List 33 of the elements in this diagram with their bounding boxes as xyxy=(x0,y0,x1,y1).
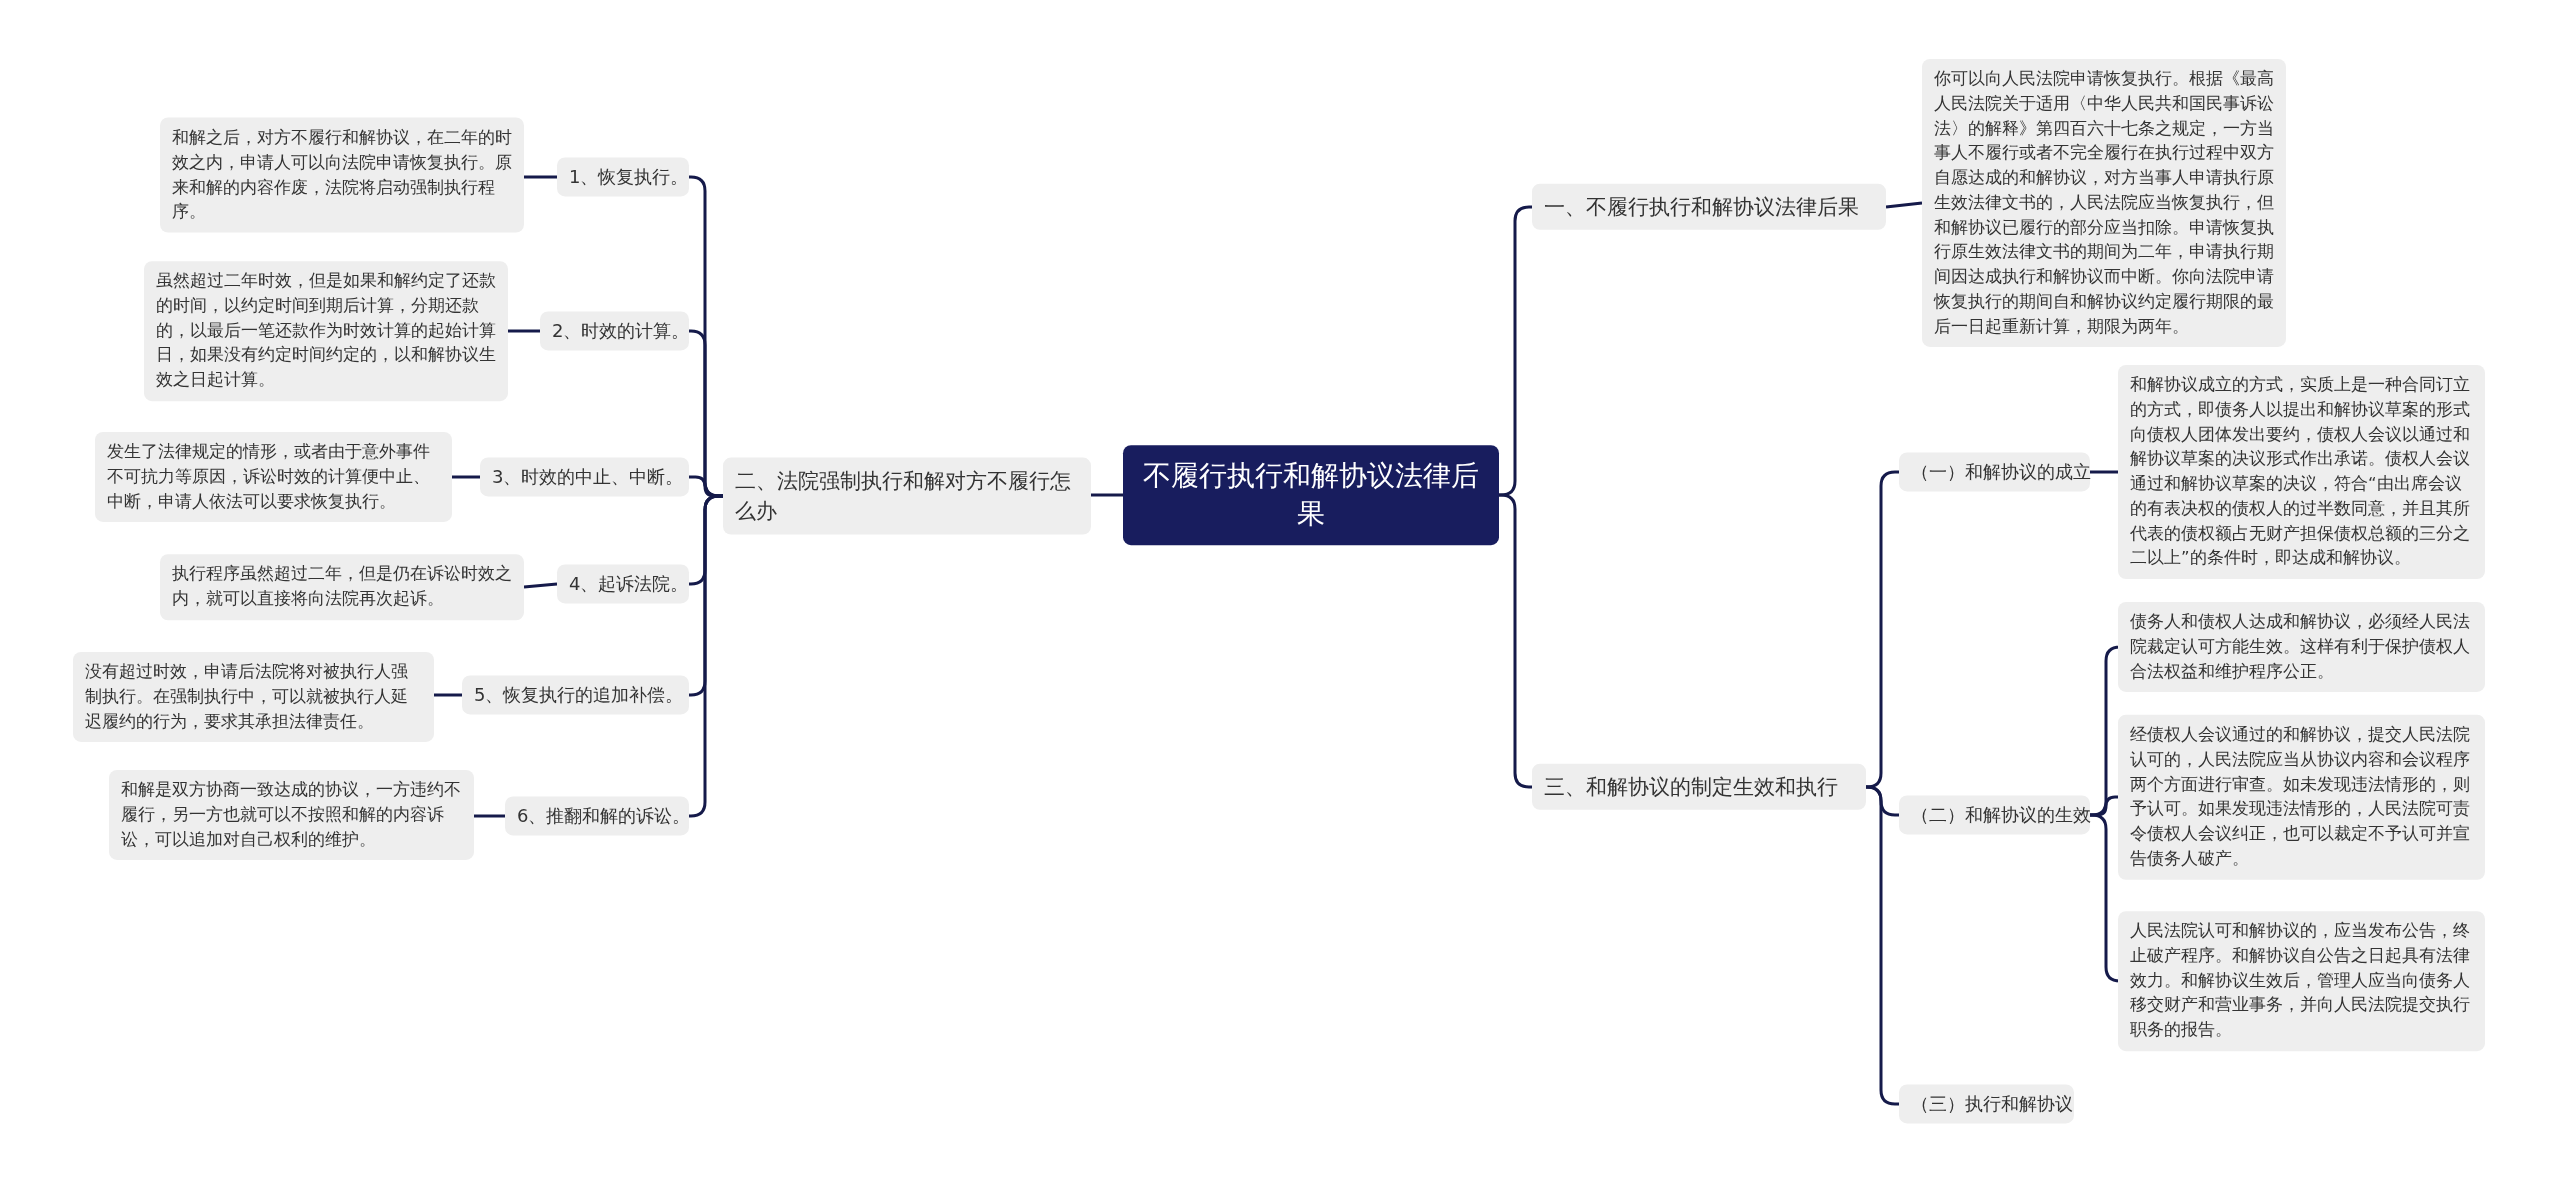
subtopic-box: 2、时效的计算。 xyxy=(540,311,689,351)
note-box: 和解之后，对方不履行和解协议，在二年的时效之内，申请人可以向法院申请恢复执行。原来和解的内容作废，法院将启动强制执行程序。 xyxy=(160,117,524,233)
connector-line xyxy=(1091,493,1123,497)
subtopic-box: 6、推翻和解的诉讼。 xyxy=(505,796,689,836)
connector-line xyxy=(434,693,462,697)
subtopic-box: 3、时效的中止、中断。 xyxy=(480,457,689,497)
connector-line xyxy=(524,175,557,179)
branch-topic-box: 二、法院强制执行和解对方不履行怎么办 xyxy=(723,457,1091,535)
note-box: 和解是双方协商一致达成的协议，一方违约不履行，另一方也就可以不按照和解的内容诉讼，可以追加对自己权利的维护。 xyxy=(109,769,474,861)
subtopic-box: 4、起诉法院。 xyxy=(557,564,689,604)
note-box: 债务人和债权人达成和解协议，必须经人民法院裁定认可方能生效。这样有利于保护债权人合法权益和维护程序公正。 xyxy=(2118,601,2485,693)
note-box: 你可以向人民法院申请恢复执行。根据《最高人民法院关于适用〈中华人民共和国民事诉讼法〉的解释》第四百六十七条之规定，一方当事人不履行或者不完全履行在执行过程中双方自愿达成的和解协议，对方当事人申请执行原生效法律文书的，人民法院应当恢复执行，但和解协议已履行的部分应当扣除。申请恢复执行原生效法律文书的期间为二年，申请执行期间因达成执行和解协议而中断。你向法院申请恢复执行的期间自和解协议约定履行期限的最后一日起重新计算，期限为两年。 xyxy=(1922,58,2286,348)
subtopic-box: （一）和解协议的成立 xyxy=(1899,452,2090,492)
connector-line xyxy=(523,582,558,589)
connector-line xyxy=(452,475,480,479)
branch-topic-box: 三、和解协议的制定生效和执行 xyxy=(1532,763,1866,811)
connector-line xyxy=(2090,470,2118,474)
connector-line xyxy=(1885,201,1923,209)
note-box: 人民法院认可和解协议的，应当发布公告，终止破产程序。和解协议自公告之日起具有法律效力。和解协议生效后，管理人应当向债务人移交财产和营业事务，并向人民法院提交执行职务的报告。 xyxy=(2118,911,2485,1051)
central-topic-box: 不履行执行和解协议法律后果 xyxy=(1123,445,1499,545)
subtopic-box: （二）和解协议的生效 xyxy=(1899,795,2090,835)
branch-topic-box: 一、不履行执行和解协议法律后果 xyxy=(1532,183,1886,231)
subtopic-box: （三）执行和解协议 xyxy=(1899,1084,2074,1124)
note-box: 经债权人会议通过的和解协议，提交人民法院认可的，人民法院应当从协议内容和会议程序两个方面进行审查。如未发现违法情形的，则予认可。如果发现违法情形的，人民法院可责令债权人会议纠正，也可以裁定不予认可并宣告债务人破产。 xyxy=(2118,714,2485,880)
note-box: 虽然超过二年时效，但是如果和解约定了还款的时间，以约定时间到期后计算，分期还款的，以最后一笔还款作为时效计算的起始计算日，如果没有约定时间约定的，以和解协议生效之日起计算。 xyxy=(144,261,508,401)
subtopic-box: 5、恢复执行的追加补偿。 xyxy=(462,675,689,715)
note-box: 没有超过时效，申请后法院将对被执行人强制执行。在强制执行中，可以就被执行人延迟履约的行为，要求其承担法律责任。 xyxy=(73,651,434,743)
connector-line xyxy=(474,814,505,818)
note-box: 和解协议成立的方式，实质上是一种合同订立的方式，即债务人以提出和解协议草案的形式向债权人团体发出要约，债权人会议以通过和解协议草案的决议形式作出承诺。债权人会议通过和解协议草案的决议，符合“由出席会议的有表决权的债权人的过半数同意，并且其所代表的债权额占无财产担保债权总额的三分之二以上”的条件时，即达成和解协议。 xyxy=(2118,365,2485,579)
note-box: 发生了法律规定的情形，或者由于意外事件不可抗力等原因，诉讼时效的计算便中止、中断，申请人依法可以要求恢复执行。 xyxy=(95,431,452,523)
note-box: 执行程序虽然超过二年，但是仍在诉讼时效之内，就可以直接将向法院再次起诉。 xyxy=(160,554,524,620)
connector-line xyxy=(508,329,540,333)
subtopic-box: 1、恢复执行。 xyxy=(557,157,689,197)
